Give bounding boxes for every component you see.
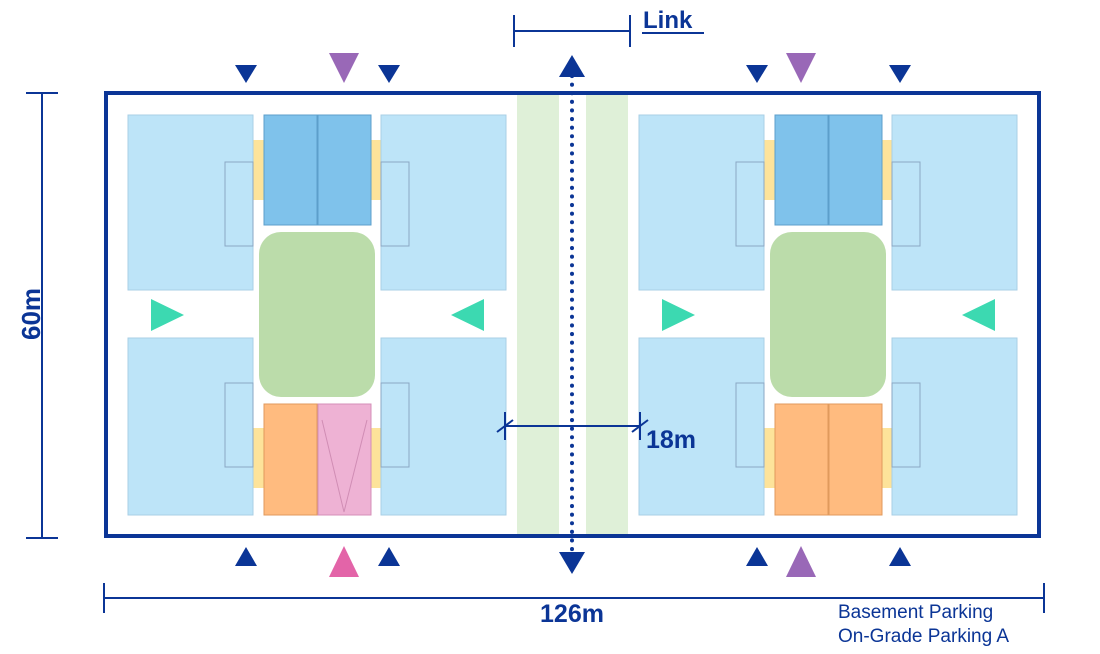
inner-outline bbox=[224, 382, 254, 468]
height-dimension bbox=[26, 92, 58, 539]
yellow-connector bbox=[370, 428, 382, 488]
pink-block bbox=[317, 403, 372, 516]
inner-outline bbox=[735, 161, 765, 247]
building-block bbox=[638, 114, 765, 291]
left-cluster bbox=[127, 114, 507, 516]
width-dimension bbox=[103, 583, 1045, 613]
gap-label: 18m bbox=[646, 426, 696, 454]
orange-block bbox=[774, 403, 829, 516]
orange-block bbox=[828, 403, 883, 516]
purple-arrow-down-icon bbox=[329, 53, 359, 83]
purple-arrow-up-icon bbox=[786, 546, 816, 577]
building-block bbox=[891, 337, 1018, 516]
green-strip-right bbox=[586, 95, 628, 535]
teal-entry-arrow bbox=[151, 299, 184, 331]
navy-arrow-down-icon bbox=[746, 65, 768, 83]
teal-entry-arrow bbox=[662, 299, 695, 331]
link-arrow-down bbox=[559, 552, 585, 574]
navy-arrow-up-icon bbox=[378, 547, 400, 566]
building-block bbox=[127, 337, 254, 516]
blue-block bbox=[317, 114, 372, 226]
magenta-arrow-up-icon bbox=[329, 546, 359, 577]
blue-block bbox=[828, 114, 883, 226]
link-dimension bbox=[513, 15, 704, 47]
width-label: 126m bbox=[540, 600, 604, 628]
navy-arrow-down-icon bbox=[889, 65, 911, 83]
building-block bbox=[380, 337, 507, 516]
blue-block bbox=[263, 114, 318, 226]
height-label: 60m bbox=[16, 288, 46, 340]
legend-basement-parking: Basement Parking bbox=[838, 602, 993, 623]
building-block bbox=[891, 114, 1018, 291]
legend-on-grade-parking: On-Grade Parking A bbox=[838, 626, 1009, 647]
yellow-connector bbox=[881, 140, 893, 200]
courtyard bbox=[770, 232, 886, 397]
teal-entry-arrow bbox=[962, 299, 995, 331]
blue-block bbox=[774, 114, 829, 226]
green-strip-left bbox=[517, 95, 559, 535]
orange-block bbox=[263, 403, 318, 516]
inner-outline bbox=[891, 161, 921, 247]
inner-outline bbox=[891, 382, 921, 468]
link-label: Link bbox=[643, 7, 693, 34]
purple-arrow-down-icon bbox=[786, 53, 816, 83]
courtyard bbox=[259, 232, 375, 397]
navy-arrow-up-icon bbox=[235, 547, 257, 566]
navy-arrow-up-icon bbox=[746, 547, 768, 566]
building-block bbox=[638, 337, 765, 516]
building-block bbox=[127, 114, 254, 291]
inner-outline bbox=[380, 161, 410, 247]
inner-outline bbox=[735, 382, 765, 468]
yellow-connector bbox=[764, 428, 776, 488]
building-block bbox=[380, 114, 507, 291]
teal-entry-arrow bbox=[451, 299, 484, 331]
right-cluster bbox=[638, 114, 1018, 516]
navy-arrow-down-icon bbox=[235, 65, 257, 83]
yellow-connector bbox=[253, 428, 265, 488]
navy-arrow-up-icon bbox=[889, 547, 911, 566]
navy-arrow-down-icon bbox=[378, 65, 400, 83]
pink-block-hatch bbox=[321, 419, 368, 513]
yellow-connector bbox=[253, 140, 265, 200]
yellow-connector bbox=[370, 140, 382, 200]
yellow-connector bbox=[764, 140, 776, 200]
yellow-connector bbox=[881, 428, 893, 488]
gap-dimension bbox=[496, 412, 649, 440]
inner-outline bbox=[380, 382, 410, 468]
link-arrow-up bbox=[559, 55, 585, 77]
inner-outline bbox=[224, 161, 254, 247]
